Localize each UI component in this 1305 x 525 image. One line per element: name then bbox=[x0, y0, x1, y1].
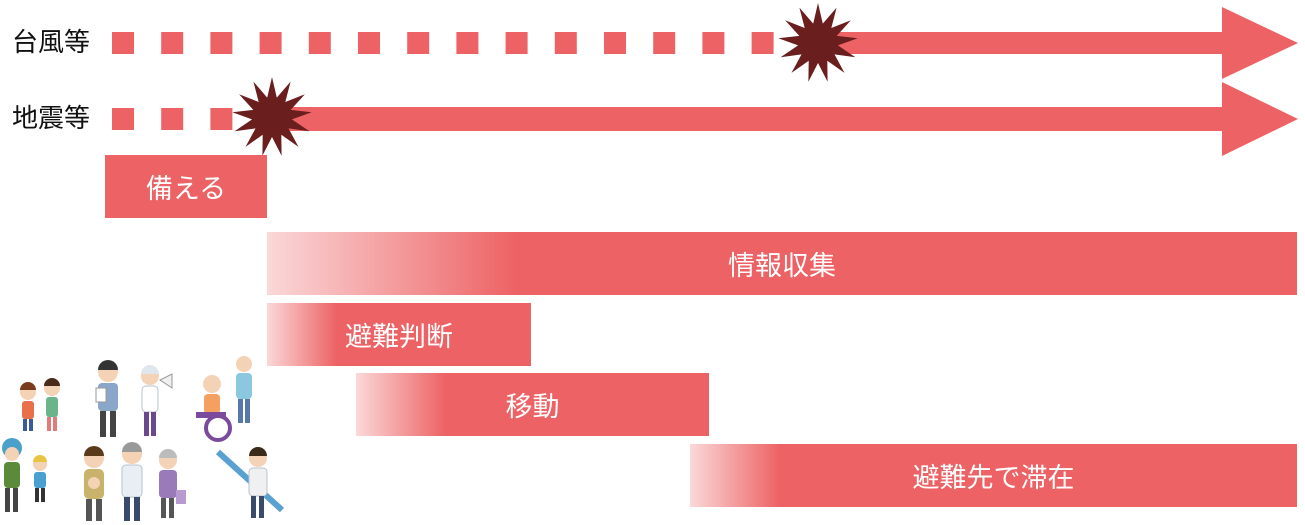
phase-info: 情報収集 bbox=[267, 232, 1297, 295]
dash-segment bbox=[407, 32, 430, 54]
wheelchair-figure bbox=[196, 356, 252, 442]
man-with-clipboard-figure bbox=[95, 360, 118, 437]
dash-segment bbox=[653, 32, 676, 54]
typhoon-burst-icon bbox=[778, 3, 858, 82]
dash-segment bbox=[358, 32, 380, 54]
dash-segment bbox=[210, 108, 233, 130]
typhoon-label: 台風等 bbox=[12, 28, 91, 58]
dash-segment bbox=[554, 32, 577, 54]
earthquake-burst-icon bbox=[232, 77, 312, 156]
phase-move-label: 移動 bbox=[505, 392, 560, 423]
phase-info-label: 情報収集 bbox=[728, 251, 836, 282]
dash-segment bbox=[161, 32, 184, 54]
dash-segment bbox=[751, 32, 774, 54]
child-pair-figure bbox=[20, 378, 60, 431]
man-with-stretcher-figure bbox=[215, 447, 285, 518]
phase-prepare: 備える bbox=[105, 155, 267, 218]
phase-decide-label: 避難判断 bbox=[345, 322, 453, 353]
dash-segment bbox=[308, 32, 331, 54]
dash-segment bbox=[456, 32, 479, 54]
earthquake-dashes bbox=[112, 108, 233, 130]
earthquake-label: 地震等 bbox=[12, 104, 91, 134]
phase-stay: 避難先で滞在 bbox=[690, 444, 1297, 507]
dash-segment bbox=[702, 32, 725, 54]
phase-stay-label: 避難先で滞在 bbox=[912, 463, 1075, 494]
dash-segment bbox=[112, 108, 134, 130]
phase-decide: 避難判断 bbox=[267, 303, 531, 366]
dash-segment bbox=[604, 32, 626, 54]
phase-move: 移動 bbox=[356, 373, 709, 436]
dash-segment bbox=[161, 108, 184, 130]
dash-segment bbox=[259, 32, 282, 54]
dash-segment bbox=[112, 32, 134, 54]
typhoon-dashes bbox=[112, 32, 774, 54]
woman-with-megaphone-figure bbox=[141, 365, 173, 436]
dash-segment bbox=[505, 32, 528, 54]
child-with-helmet-figure bbox=[2, 438, 47, 512]
earthquake-arrow bbox=[260, 82, 1298, 156]
elderly-woman-figure bbox=[159, 449, 186, 518]
phase-prepare-label: 備える bbox=[145, 174, 227, 205]
typhoon-arrow bbox=[800, 7, 1298, 79]
mother-with-baby-figure bbox=[84, 446, 104, 521]
evacuees-illustration bbox=[2, 356, 285, 521]
businessman-figure bbox=[121, 442, 143, 521]
dash-segment bbox=[210, 32, 233, 54]
